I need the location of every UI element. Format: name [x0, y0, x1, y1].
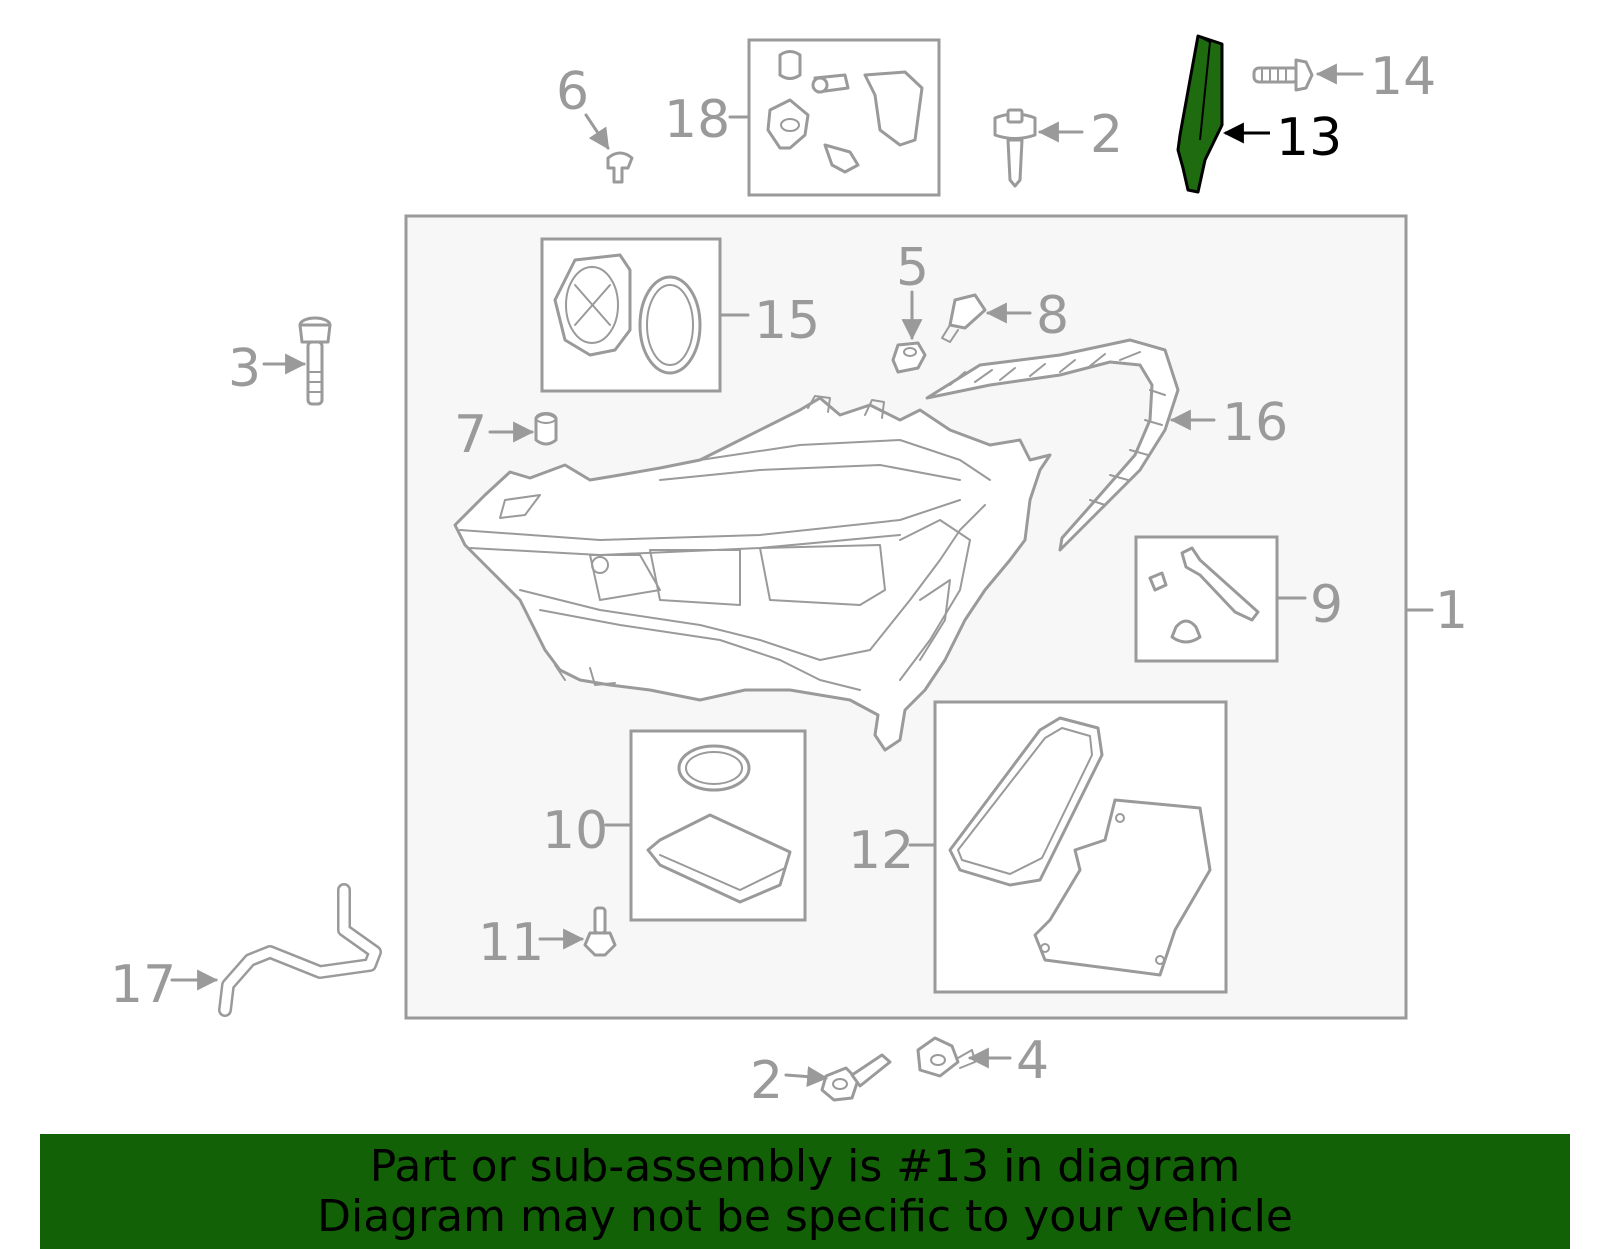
nut-part-4 — [916, 1036, 976, 1078]
part-9-box — [1134, 535, 1279, 663]
screw-part-11 — [583, 906, 617, 957]
callout-6[interactable]: 6 — [556, 62, 589, 122]
callout-17[interactable]: 17 — [110, 955, 176, 1015]
callout-5[interactable]: 5 — [896, 238, 929, 298]
callout-7[interactable]: 7 — [454, 405, 487, 465]
highlighted-bracket-part-13 — [1176, 34, 1224, 194]
callout-8[interactable]: 8 — [1036, 286, 1069, 346]
nut-part-5 — [891, 341, 927, 374]
callout-1[interactable]: 1 — [1435, 581, 1468, 641]
callout-2-top[interactable]: 2 — [1090, 105, 1123, 165]
module-part-10 — [646, 744, 792, 904]
socket-part-8 — [941, 293, 987, 343]
callout-11[interactable]: 11 — [478, 913, 544, 973]
headlamp-housing-part — [453, 395, 1052, 752]
callout-12[interactable]: 12 — [848, 821, 914, 881]
info-banner: Part or sub-assembly is #13 in diagram D… — [40, 1134, 1570, 1249]
bolt-part-2-bottom — [820, 1053, 892, 1102]
bracket-part-16 — [925, 338, 1180, 552]
screw-part-14 — [1252, 58, 1314, 92]
bracket-kit-part-9 — [1148, 546, 1260, 644]
hose-part-17 — [218, 883, 382, 1017]
callout-15[interactable]: 15 — [754, 291, 820, 351]
grommet-part-7 — [534, 412, 558, 446]
bolt-part-2-top — [993, 108, 1037, 188]
bulb-cap-part-15 — [553, 253, 702, 375]
cover-part-12 — [948, 716, 1212, 977]
callout-9[interactable]: 9 — [1310, 575, 1343, 635]
banner-line-1: Part or sub-assembly is #13 in diagram — [369, 1141, 1241, 1192]
callout-14[interactable]: 14 — [1370, 47, 1436, 107]
banner-line-2: Diagram may not be specific to your vehi… — [317, 1191, 1293, 1242]
callout-10[interactable]: 10 — [542, 801, 608, 861]
clip-part-6 — [606, 151, 634, 184]
callout-3[interactable]: 3 — [228, 339, 261, 399]
callout-2-bottom[interactable]: 2 — [750, 1051, 783, 1111]
hardware-kit-part-18 — [766, 50, 924, 174]
bolt-part-3 — [298, 316, 332, 406]
callout-13[interactable]: 13 — [1276, 108, 1342, 168]
callout-16[interactable]: 16 — [1222, 393, 1288, 453]
callout-18[interactable]: 18 — [664, 90, 730, 150]
callout-4[interactable]: 4 — [1016, 1031, 1049, 1091]
